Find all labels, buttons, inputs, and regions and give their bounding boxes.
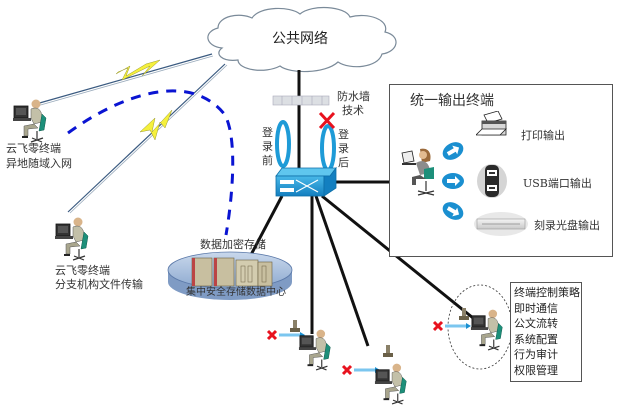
function-item: 即时通信 <box>514 301 558 315</box>
remote-user-figure <box>12 98 47 143</box>
blocked-usb-left <box>266 329 305 341</box>
firewall-label-line2: 技术 <box>342 104 364 117</box>
usb-stick-icon <box>290 320 300 332</box>
print-output-label: 打印输出 <box>521 129 565 142</box>
storage-center-label: 集中安全存储数据中心 <box>186 287 286 298</box>
blocked-usb-mid <box>341 364 380 376</box>
blocked-usb-right <box>432 320 471 332</box>
disc-output-label: 刻录光盘输出 <box>534 219 600 232</box>
storage-data-center-icon <box>167 251 293 300</box>
login-before-label: 登录前 <box>262 126 273 167</box>
login-after-label: 登录后 <box>338 128 349 169</box>
branch-terminal-label-2: 分支机构文件传输 <box>55 278 143 291</box>
lightning-icon <box>139 109 173 141</box>
wireless-link-remote <box>35 53 214 107</box>
network-switch-icon <box>275 166 337 197</box>
arrow-right-icon <box>442 142 464 160</box>
function-item: 行为审计 <box>514 348 558 361</box>
arrow-right-icon <box>442 202 464 220</box>
terminal-user-figure-2 <box>374 362 407 405</box>
firewall-icon <box>272 95 330 106</box>
function-item: 终端控制策略 <box>514 286 580 299</box>
encrypted-storage-label: 数据加密存储 <box>200 238 266 251</box>
function-item: 权限管理 <box>514 363 558 377</box>
remote-terminal-label-1: 云飞零终端 <box>6 142 61 155</box>
printer-icon <box>476 111 507 136</box>
unified-output-panel: 统一输出终端 打印输出 <box>389 84 613 257</box>
login-after-loop-icon <box>320 124 336 172</box>
blocked-x-icon <box>318 111 336 130</box>
login-before-loop-icon <box>275 120 291 168</box>
arrow-right-icon <box>442 173 464 189</box>
terminal-user-figure-1 <box>298 328 331 371</box>
usb-output-label: USB端口输出 <box>523 177 592 190</box>
disc-burner-icon <box>474 212 528 236</box>
output-panel-title: 统一输出终端 <box>410 93 494 109</box>
firewall-label-line1: 防水墙 <box>337 90 370 103</box>
output-arrows <box>442 142 464 220</box>
function-item: 系统配置 <box>514 332 558 346</box>
function-item: 公文流转 <box>514 317 558 330</box>
usb-stick-icon <box>459 308 469 320</box>
usb-port-icon <box>477 164 507 198</box>
server-racks <box>191 257 273 287</box>
operator-figure <box>401 148 435 196</box>
public-network-cloud <box>207 7 397 73</box>
terminal-function-list: 终端控制策略 即时通信 公文流转 系统配置 行为审计 权限管理 <box>510 282 582 382</box>
branch-terminal-label-1: 云飞零终端 <box>55 264 110 277</box>
wireless-link-branch <box>67 63 228 214</box>
usb-stick-icon <box>383 345 393 357</box>
public-network-label: 公共网络 <box>272 31 328 47</box>
remote-terminal-label-2: 异地随域入网 <box>6 157 72 170</box>
control-user-figure <box>470 308 503 351</box>
branch-user-figure <box>54 216 89 261</box>
encrypted-channel-dashed <box>67 89 235 236</box>
lightning-icon <box>115 59 161 81</box>
